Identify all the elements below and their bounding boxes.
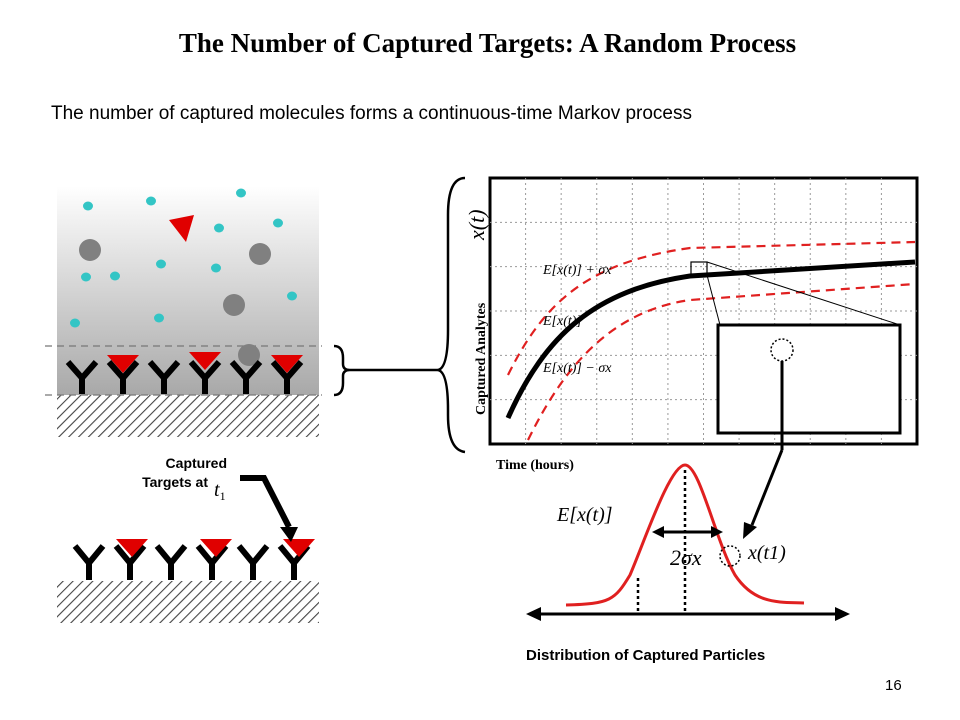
mean-curve	[505, 259, 916, 420]
antibody	[106, 360, 140, 394]
pointer-arrowhead	[280, 527, 298, 542]
upper-captured-targets	[107, 352, 303, 373]
small-particle	[146, 196, 156, 206]
upper-sigma-curve	[507, 240, 916, 376]
distribution-label: Distribution of Captured Particles	[526, 647, 766, 664]
large-particle	[223, 294, 245, 316]
zoom-inset	[716, 323, 902, 435]
spread-arrow-left	[652, 526, 664, 538]
captured-target	[189, 352, 221, 370]
label-lower-curve: E[x(t)] − σx	[542, 361, 612, 376]
small-particle	[70, 318, 80, 328]
substrate-lower	[57, 581, 319, 623]
sensor-chamber	[45, 176, 466, 454]
small-particle	[273, 218, 283, 228]
slide-title: The Number of Captured Targets: A Random…	[178, 28, 797, 58]
small-particle	[81, 272, 91, 282]
captured-surface: t1	[57, 475, 319, 623]
free-target-triangle	[169, 215, 194, 242]
sample-label: x(t1)	[747, 542, 786, 564]
captured-target	[107, 355, 139, 373]
spread-label: 2σx	[670, 545, 702, 570]
antibody	[113, 544, 147, 580]
pointer-arrow-line	[240, 475, 292, 529]
zoom-box-small	[690, 261, 708, 276]
antibody	[154, 544, 188, 580]
label-mean-curve: E[x(t)]	[542, 314, 582, 329]
substrate-upper	[57, 395, 319, 437]
zoom-line-left	[706, 274, 721, 326]
small-particles	[70, 188, 297, 328]
small-particle	[214, 223, 224, 233]
captured-target	[200, 539, 232, 557]
antibody	[72, 544, 106, 580]
sample-marker-circle	[719, 545, 741, 567]
antibody	[270, 360, 304, 394]
small-particle	[287, 291, 297, 301]
captured-target	[271, 355, 303, 373]
captured-targets-label: Captured Targets at	[105, 454, 227, 492]
large-brace	[437, 176, 466, 454]
antibody	[195, 544, 229, 580]
captured-target	[283, 539, 315, 557]
small-particle	[236, 188, 246, 198]
small-brace	[333, 344, 351, 397]
small-particle	[110, 271, 120, 281]
antibody	[188, 360, 222, 394]
label-upper-curve: E[x(t)] + σx	[542, 263, 612, 278]
large-particle	[238, 344, 260, 366]
large-particle	[249, 243, 271, 265]
sample-arrowhead	[743, 522, 757, 539]
antibody	[147, 360, 181, 394]
sample-arrow-line	[750, 449, 784, 526]
plot-area: E[x(t)] + σx E[x(t)] E[x(t)] − σx Captur…	[464, 176, 919, 539]
distribution-curve	[565, 463, 805, 607]
axis-arrow-right	[835, 607, 850, 621]
y-axis-symbol: x(t)	[464, 209, 489, 241]
antibody	[229, 360, 263, 394]
zoom-line-right	[706, 261, 901, 326]
lower-antibodies	[72, 544, 311, 580]
captured-label-line1: Captured	[165, 455, 227, 471]
mean-label: E[x(t)]	[556, 504, 613, 526]
antibody	[236, 544, 270, 580]
axis-arrow-left	[526, 607, 541, 621]
page-number: 16	[885, 677, 902, 694]
y-axis-label: Captured Analytes	[474, 302, 489, 415]
large-particle	[79, 239, 101, 261]
captured-target	[116, 539, 148, 557]
small-particle	[156, 259, 166, 269]
lower-captured-targets	[116, 539, 315, 557]
captured-label-line2: Targets at	[142, 474, 208, 490]
slide-subtitle: The number of captured molecules forms a…	[51, 103, 692, 124]
x-axis-label: Time (hours)	[496, 458, 574, 473]
distribution: E[x(t)] 2σx x(t1)	[526, 463, 850, 621]
t1-symbol: t1	[214, 479, 226, 503]
large-particles	[79, 239, 271, 366]
small-particle	[211, 263, 221, 273]
small-particle	[83, 201, 93, 211]
small-particle	[154, 313, 164, 323]
antibody	[65, 360, 99, 394]
upper-antibodies	[65, 360, 304, 394]
spread-arrow-right	[711, 526, 723, 538]
